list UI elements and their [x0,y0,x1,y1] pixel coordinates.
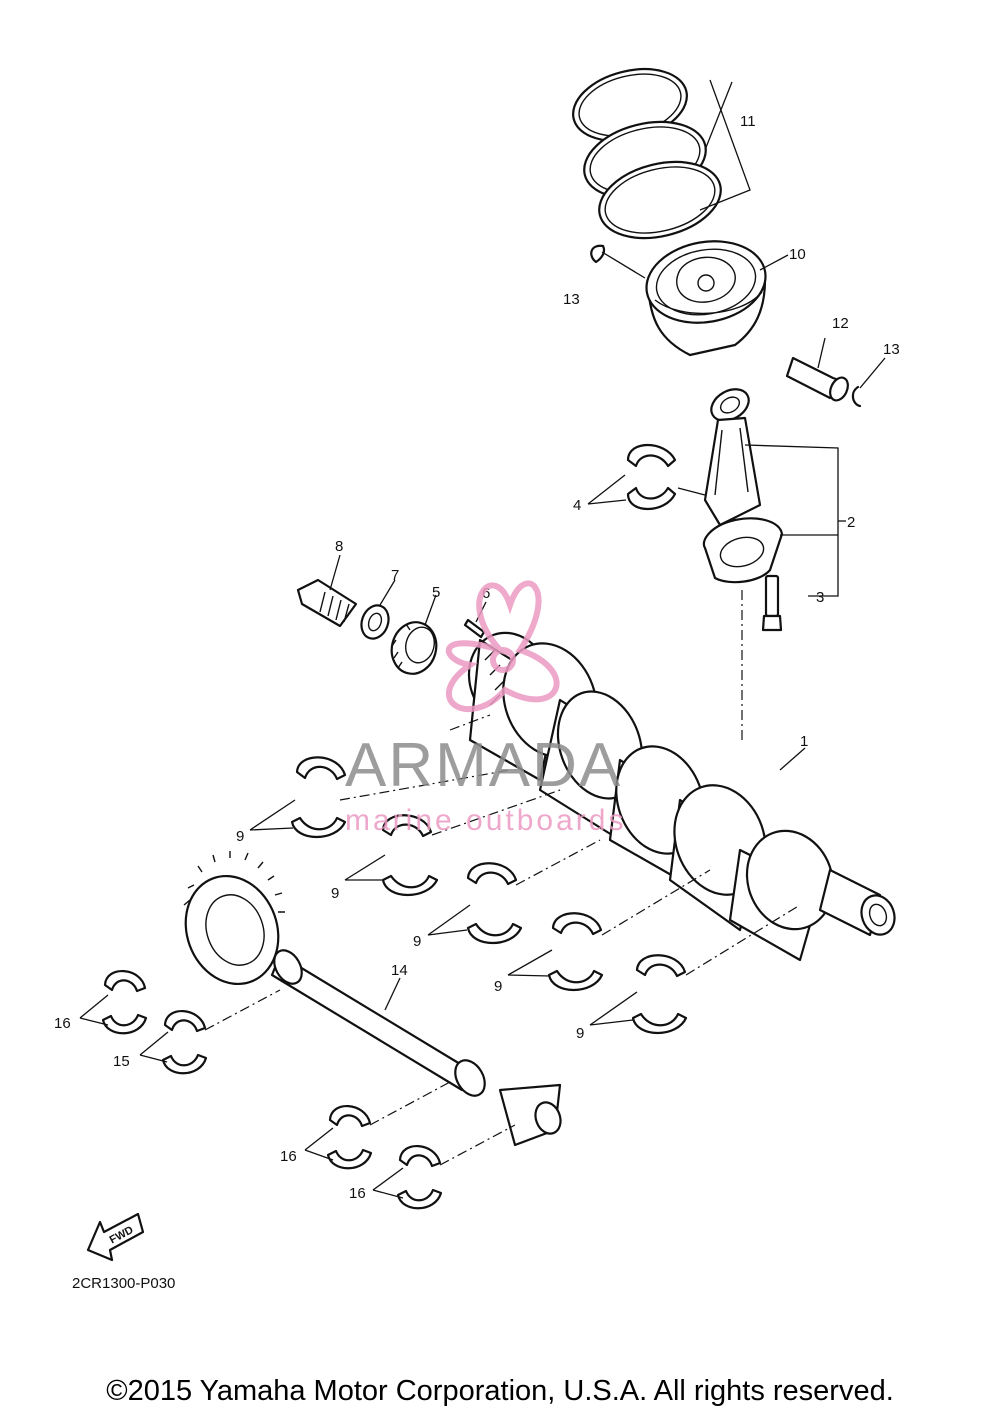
callout-13a: 13 [563,291,580,308]
timing-gear[interactable] [386,617,442,679]
circlip-lower[interactable] [851,385,862,408]
main-bearing-2[interactable] [381,814,439,897]
circlip-upper[interactable] [590,244,606,264]
copyright-footer: ©2015 Yamaha Motor Corporation, U.S.A. A… [106,1375,894,1407]
callout-16a: 16 [54,1015,71,1032]
callout-8: 8 [335,538,343,555]
main-bearing-4[interactable] [547,912,604,992]
callout-9a: 9 [236,828,244,845]
armada-logo-icon [445,580,560,713]
callout-6: 6 [482,585,490,602]
callout-7: 7 [391,567,399,584]
callout-labels: 1 2 3 4 5 6 7 8 9 9 9 9 9 10 11 12 13 13… [54,113,900,1202]
callout-2: 2 [847,514,855,531]
callout-3: 3 [816,589,824,606]
piston[interactable] [640,232,772,357]
callout-16c: 16 [349,1185,366,1202]
balancer-bearing-15[interactable] [161,1010,208,1075]
callout-15: 15 [113,1053,130,1070]
armada-watermark: ARMADA marine outboards [345,580,626,837]
balancer-bearing-16-left[interactable] [101,970,148,1035]
callout-1: 1 [800,733,808,750]
watermark-tagline: marine outboards [345,804,626,837]
callout-9b: 9 [331,885,339,902]
balancer-shaft[interactable] [171,851,565,1147]
callout-4: 4 [573,497,581,514]
callout-9c: 9 [413,933,421,950]
woodruff-key[interactable] [463,618,486,639]
con-rod-bolt[interactable] [761,574,783,632]
callout-14: 14 [391,962,408,979]
crank-bolt[interactable] [296,578,358,628]
callout-10: 10 [789,246,806,263]
main-bearing-5[interactable] [631,954,688,1035]
main-bearing-3[interactable] [466,862,523,945]
main-bearing-1[interactable] [290,756,347,839]
fwd-arrow-icon: FWD [86,1212,145,1262]
washer[interactable] [357,602,393,643]
callout-12: 12 [832,315,849,332]
connecting-rod[interactable] [702,383,784,584]
watermark-brand: ARMADA [345,731,622,800]
piston-rings[interactable] [565,58,728,250]
callout-13b: 13 [883,341,900,358]
callout-11: 11 [740,113,756,130]
callout-5: 5 [432,584,440,601]
callout-16b: 16 [280,1148,297,1165]
callout-9e: 9 [576,1025,584,1042]
balancer-bearing-16-right[interactable] [396,1145,443,1210]
balancer-bearing-16-mid[interactable] [326,1105,373,1170]
con-rod-bearing[interactable] [626,444,677,510]
leader-lines [79,79,886,1199]
diagram-code: 2CR1300-P030 [72,1275,175,1292]
callout-9d: 9 [494,978,502,995]
piston-pin[interactable] [785,356,851,403]
